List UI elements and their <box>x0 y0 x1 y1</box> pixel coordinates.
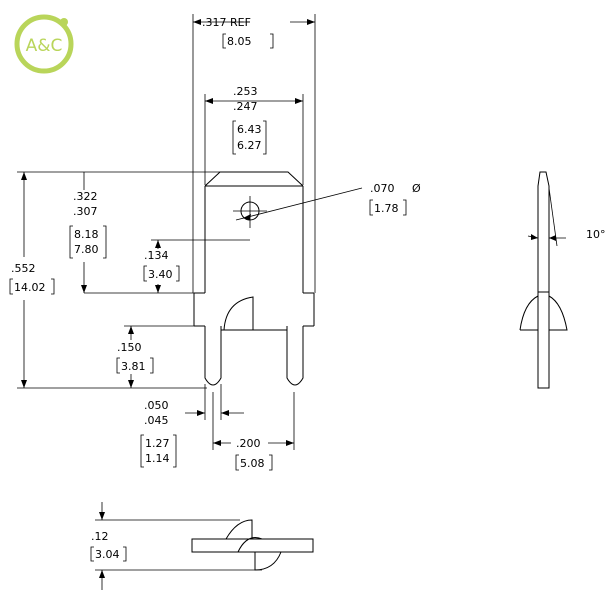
dim-hole-diameter: .070 Ø 1.78 <box>235 182 421 221</box>
dim-thickness: .12 3.04 <box>90 502 262 590</box>
tab-width-max: .253 <box>233 85 258 98</box>
dim-overall-height: .552 14.02 <box>9 171 220 389</box>
hole-position-metric: 3.40 <box>148 268 173 281</box>
hole-position-value: .134 <box>144 249 169 262</box>
tab-height-metric-max: 8.18 <box>74 228 99 241</box>
tab-width-min: .247 <box>233 100 258 113</box>
thickness-metric: 3.04 <box>95 548 120 561</box>
tab-width-metric-min: 6.27 <box>237 139 262 152</box>
tab-height-min: .307 <box>73 205 98 218</box>
overall-width-metric: 8.05 <box>227 35 252 48</box>
overall-height-value: .552 <box>11 262 36 275</box>
tab-height-metric-min: 7.80 <box>74 243 99 256</box>
end-view <box>191 519 314 571</box>
logo-ring <box>14 14 74 74</box>
overall-width-value: .317 REF <box>202 16 251 29</box>
leg-length-value: .150 <box>117 341 142 354</box>
leg-pitch-value: .200 <box>236 437 261 450</box>
leg-width-min: .045 <box>144 414 169 427</box>
leg-width-metric-min: 1.14 <box>145 452 170 465</box>
front-view <box>193 171 315 386</box>
dim-side-angle: 10° <box>586 228 606 241</box>
dim-tab-height: .322 .307 8.18 7.80 <box>69 172 194 294</box>
dim-leg-length: .150 3.81 <box>116 325 194 388</box>
tab-width-metric-max: 6.43 <box>237 123 262 136</box>
logo-dot <box>60 18 68 26</box>
thickness-value: .12 <box>91 530 109 543</box>
leg-length-metric: 3.81 <box>121 360 146 373</box>
logo-text: A&C <box>26 36 63 56</box>
side-view <box>519 171 568 389</box>
side-angle-value: 10° <box>586 228 606 241</box>
dim-overall-width: .317 REF 8.05 <box>192 14 316 293</box>
leg-width-max: .050 <box>144 399 169 412</box>
hole-diameter-value: .070 <box>370 182 395 195</box>
overall-height-metric: 14.02 <box>14 281 46 294</box>
leg-width-metric-max: 1.27 <box>145 437 170 450</box>
dim-leg-pitch: .200 5.08 <box>212 392 295 471</box>
hole-diameter-metric: 1.78 <box>374 202 399 215</box>
brand-logo: A&C <box>14 14 74 74</box>
tab-height-max: .322 <box>73 190 98 203</box>
dim-tab-width: .253 .247 6.43 6.27 <box>204 85 304 185</box>
leg-pitch-metric: 5.08 <box>240 457 265 470</box>
dim-hole-position: .134 3.40 <box>143 239 250 293</box>
dim-leg-width: .050 .045 1.27 1.14 <box>140 384 244 468</box>
hole-diameter-symbol: Ø <box>412 182 421 195</box>
